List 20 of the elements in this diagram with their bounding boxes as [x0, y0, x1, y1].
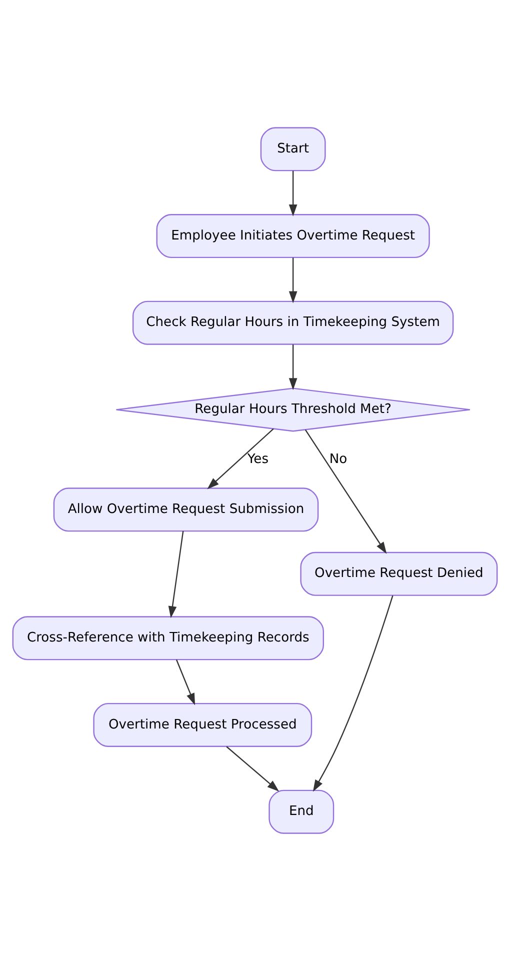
- node-box: Allow Overtime Request Submission: [53, 487, 319, 532]
- node-box: Overtime Request Processed: [93, 702, 312, 746]
- arrow: [312, 594, 394, 792]
- arrow: [226, 746, 280, 792]
- arrow: [176, 659, 196, 705]
- node-diamond: Regular Hours Threshold Met?: [116, 387, 471, 432]
- node-box: Check Regular Hours in Timekeeping System: [132, 300, 454, 344]
- arrow: [168, 530, 184, 618]
- edge-label: Yes: [247, 452, 269, 467]
- arrow: [288, 257, 298, 303]
- arrow: [288, 344, 298, 390]
- node-box: Start: [260, 126, 326, 171]
- arrow: [207, 428, 274, 489]
- node-box: Employee Initiates Overtime Request: [156, 214, 430, 258]
- arrow: [304, 428, 387, 554]
- arrow: [288, 170, 298, 216]
- node-box: Cross-Reference with Timekeeping Records: [12, 616, 324, 660]
- node-box: Overtime Request Denied: [300, 551, 498, 596]
- edge-label: No: [329, 452, 348, 467]
- node-box: End: [268, 789, 334, 834]
